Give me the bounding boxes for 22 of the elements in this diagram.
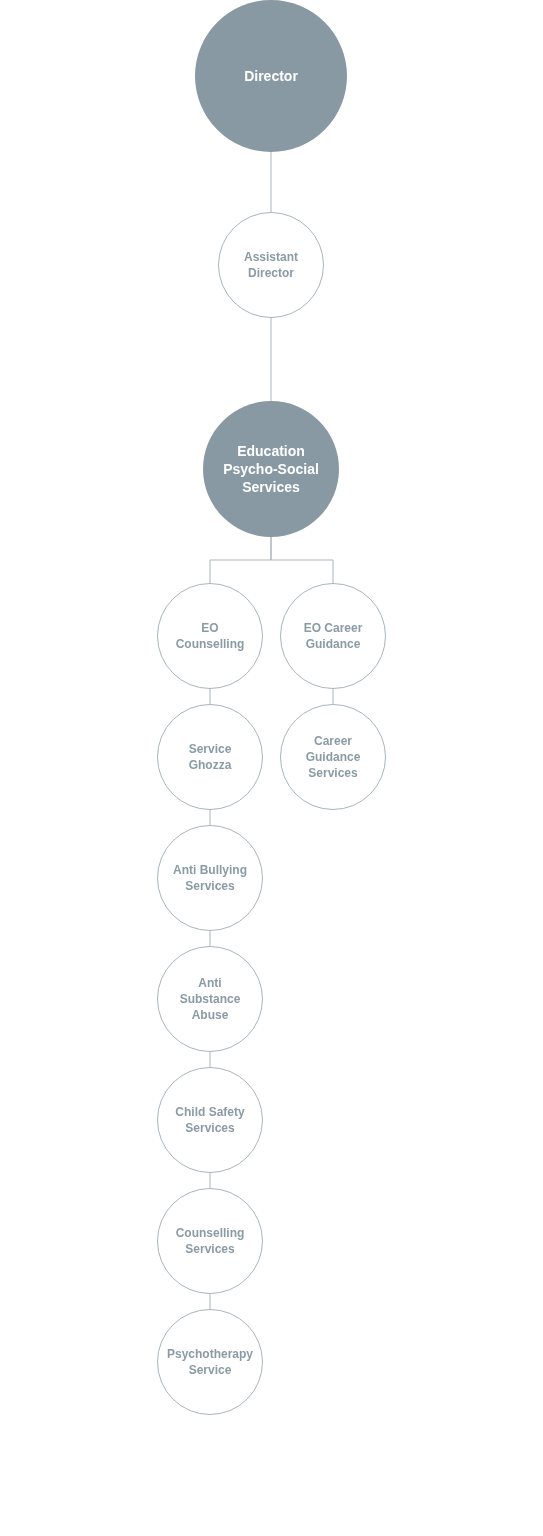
connector-line: [209, 1051, 211, 1068]
node-label: Anti Bullying Services: [172, 862, 248, 894]
connector-line: [332, 688, 334, 705]
connector-line: [209, 809, 211, 826]
node-label: Anti Substance Abuse: [178, 975, 242, 1023]
node-label: Psychotherapy Service: [165, 1346, 254, 1378]
connector-line: [209, 688, 211, 705]
node-label: EO Career Guidance: [303, 620, 363, 652]
connector-line: [209, 1172, 211, 1189]
connector-line: [209, 1293, 211, 1310]
node-label: Career Guidance Services: [304, 733, 362, 781]
connector-line: [270, 536, 334, 584]
node-label: Assistant Director: [243, 249, 299, 281]
node-label: Director: [244, 67, 298, 85]
node-label: Education Psycho-Social Services: [222, 442, 320, 496]
connector-line: [209, 930, 211, 947]
connector-line: [270, 317, 272, 402]
connector-line: [270, 151, 272, 213]
node-label: Service Ghozza: [187, 741, 233, 773]
node-label: EO Counselling: [174, 620, 246, 652]
node-label: Child Safety Services: [174, 1104, 246, 1136]
node-label: Counselling Services: [174, 1225, 246, 1257]
